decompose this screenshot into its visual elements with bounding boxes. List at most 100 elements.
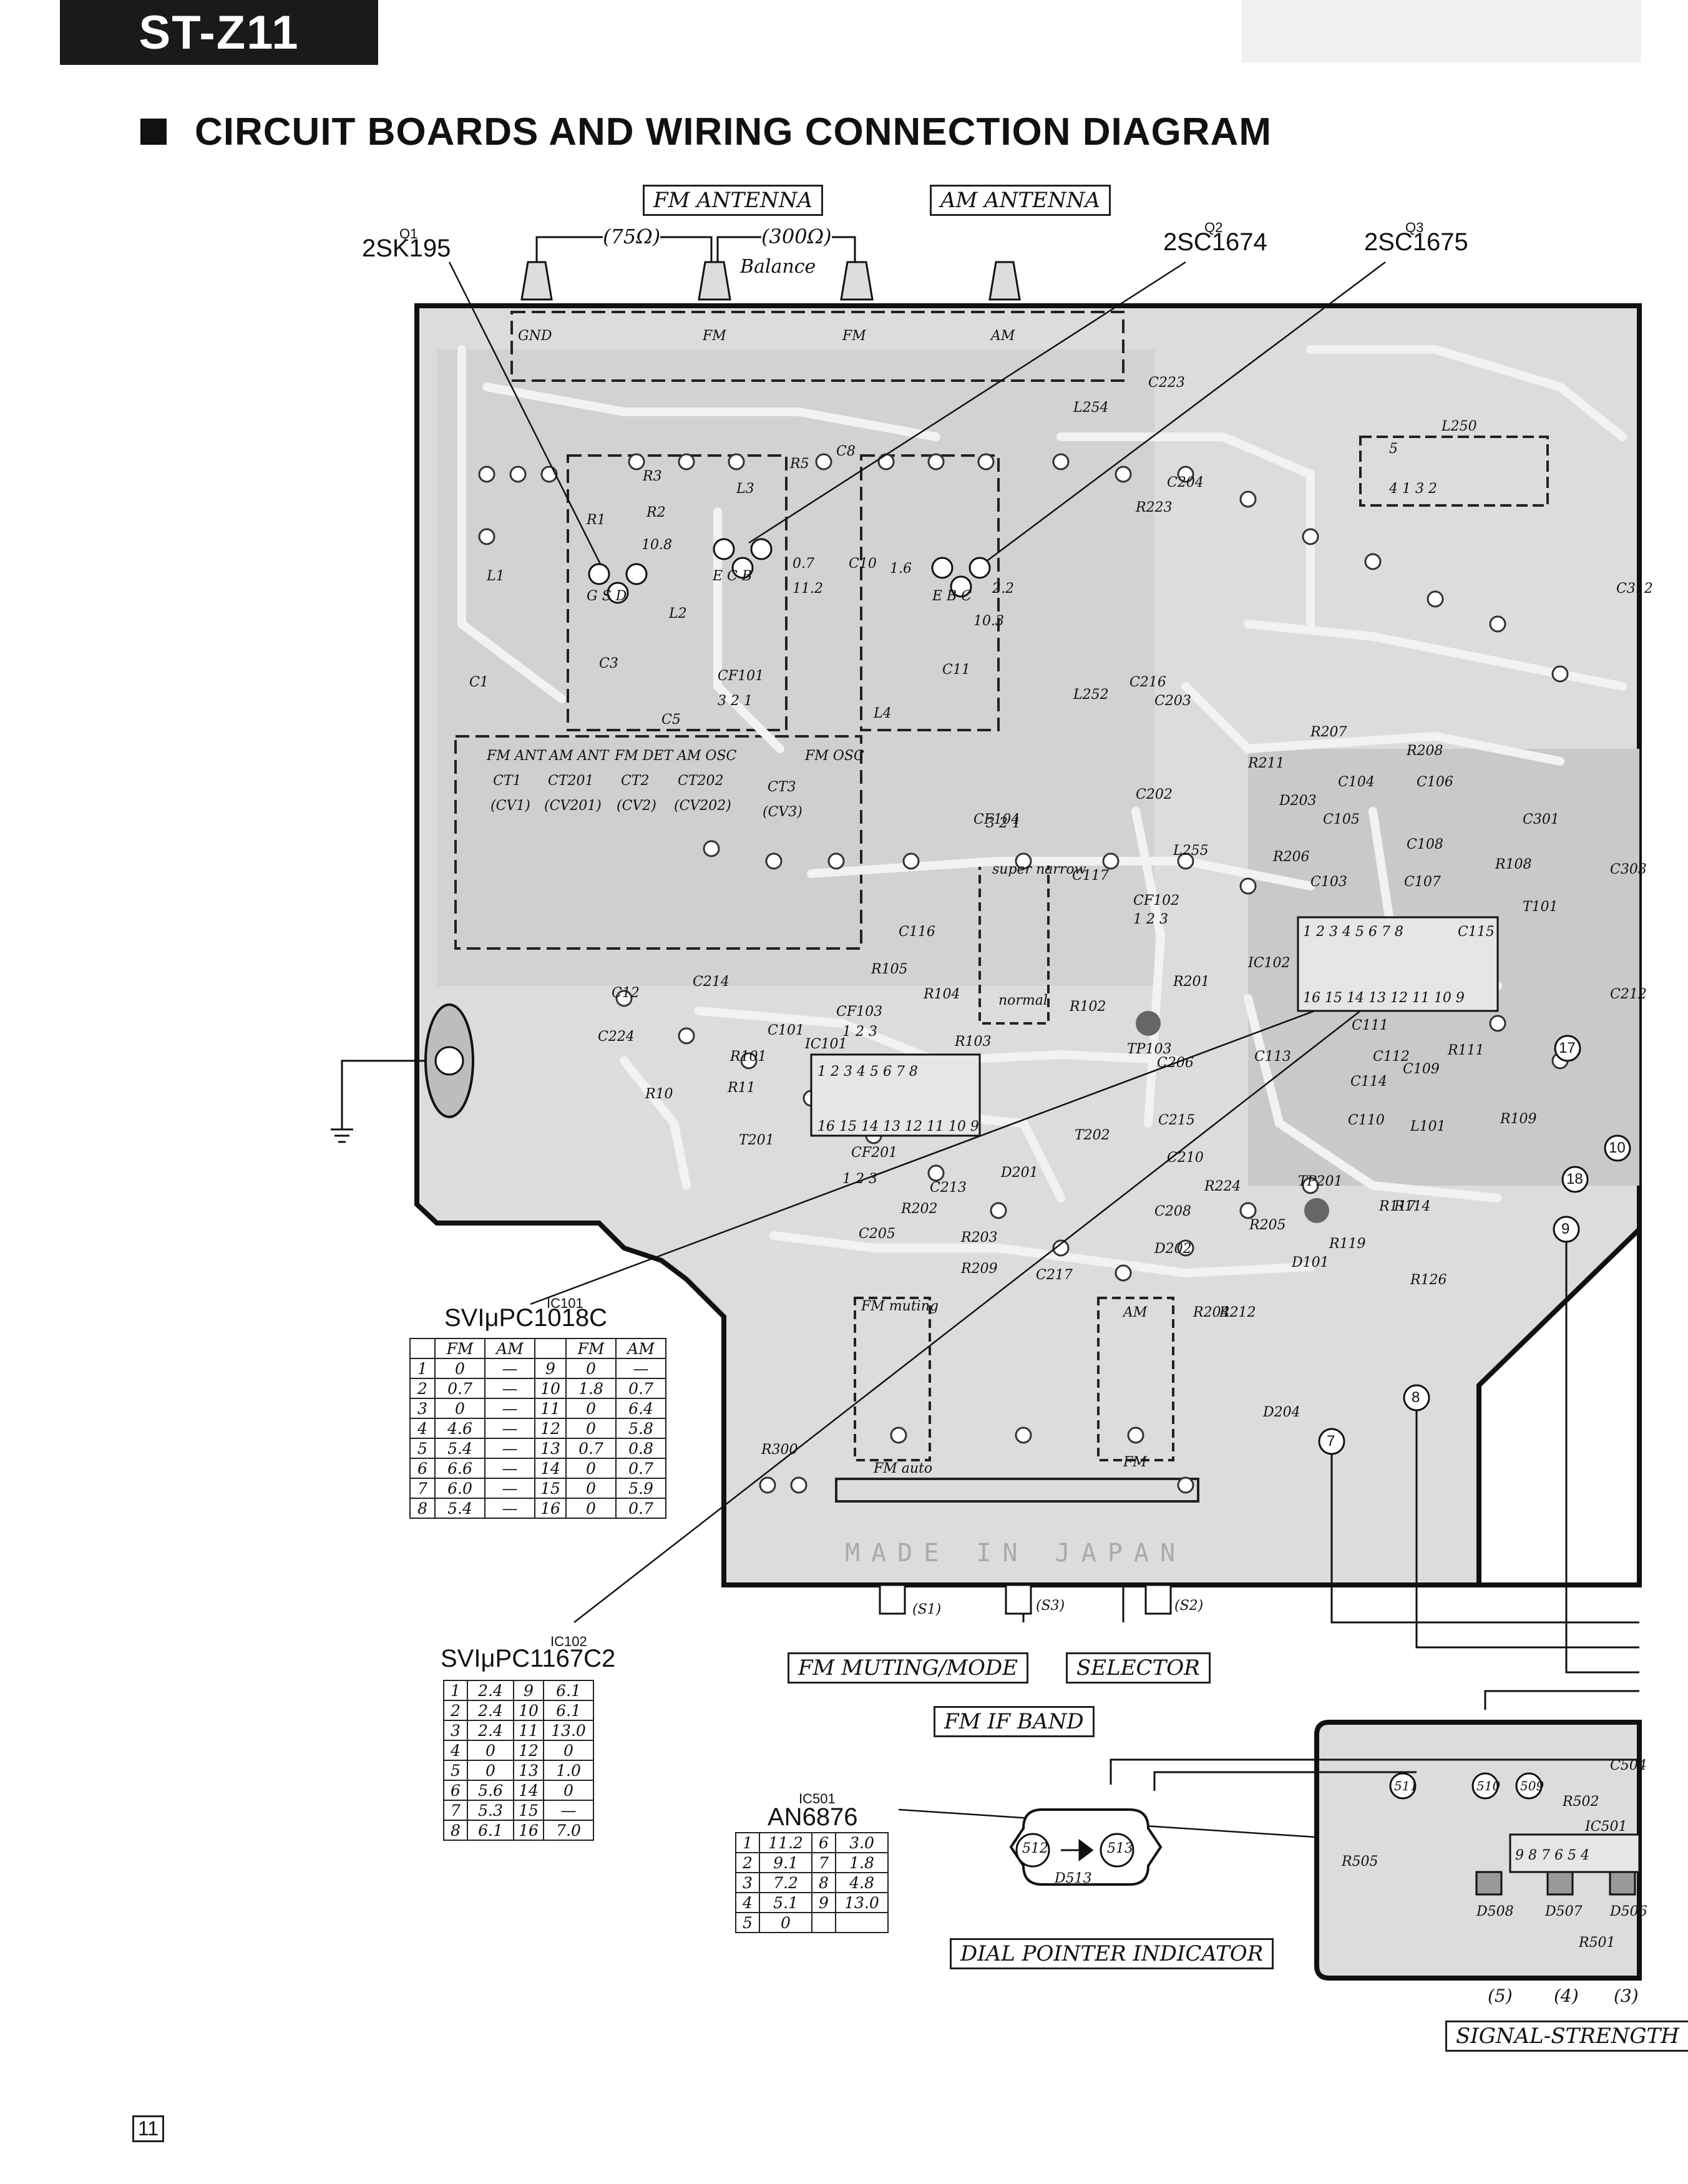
cell: 5.1: [759, 1892, 812, 1913]
cell: 0: [565, 1498, 617, 1519]
cell: —: [484, 1418, 535, 1439]
ic102-ref: IC102: [550, 1634, 587, 1649]
cell: 11: [534, 1398, 567, 1419]
cell: 1: [409, 1358, 436, 1379]
q2-pins: E C B: [712, 568, 752, 584]
ic102-bottom-pins: 16 15 14 13 12 11 10 9: [1303, 990, 1465, 1006]
comp-l252: L252: [1073, 687, 1109, 703]
cell: 8: [811, 1872, 836, 1893]
cell: 2: [735, 1852, 760, 1873]
comp-c208: C208: [1154, 1204, 1191, 1219]
cell: 2.4: [467, 1680, 514, 1701]
comp-c223: C223: [1148, 375, 1185, 391]
cell: 7: [811, 1852, 836, 1873]
comp-c210: C210: [1167, 1150, 1204, 1166]
comp-c116: C116: [899, 924, 935, 940]
l250-pin-5: 5: [1389, 441, 1398, 457]
volt-tag-1: 10.8: [642, 537, 672, 553]
fm-antenna-label: FM ANTENNA: [643, 185, 824, 216]
fm-auto-label: FM auto: [873, 1461, 932, 1476]
comp-c224: C224: [598, 1029, 635, 1045]
comp-c107: C107: [1404, 874, 1441, 890]
comp-d204: D204: [1262, 1405, 1300, 1420]
q3-pins: E B C: [932, 588, 972, 604]
fm-muting-mode-label: FM MUTING/MODE: [788, 1652, 1028, 1684]
volt-tag-3: 11.2: [793, 581, 823, 597]
cell: 8: [443, 1820, 468, 1841]
trimmer-fm-det: FM DET: [614, 748, 674, 764]
q1-part: 2SK195: [362, 235, 451, 262]
q2-part: 2SC1674: [1163, 228, 1267, 256]
trimmer-fm-osc: FM OSC: [804, 748, 864, 764]
comp-r119: R119: [1329, 1236, 1366, 1252]
cell: 7.2: [759, 1872, 812, 1893]
cell: 11.2: [759, 1832, 812, 1853]
cell: 2.4: [467, 1700, 514, 1721]
cell: 0: [467, 1760, 514, 1781]
l250-pins-bottom: 4 1 3 2: [1388, 481, 1437, 497]
comp-r300: R300: [761, 1442, 798, 1458]
fm-terminal-label-1: FM: [702, 328, 726, 344]
am-antenna-label: AM ANTENNA: [930, 185, 1111, 216]
comp-c3: C3: [599, 656, 618, 671]
front-end-block-2: [860, 454, 1000, 731]
comp-l3: L3: [736, 481, 754, 497]
comp-c101: C101: [768, 1023, 804, 1038]
ic501-ref: IC501: [799, 1791, 836, 1806]
switch-connectors: [879, 1584, 1172, 1615]
gnd-label: GND: [518, 328, 552, 344]
comp-r212: R212: [1219, 1305, 1256, 1320]
comp-c303: C303: [1610, 862, 1647, 877]
connector-7: 7: [1327, 1433, 1335, 1450]
header-cell: [534, 1338, 567, 1359]
cell: 6.1: [467, 1820, 514, 1841]
cell: 1.0: [543, 1760, 594, 1781]
cell: 6: [409, 1458, 436, 1479]
cell: 0.8: [615, 1438, 666, 1459]
comp-r104: R104: [923, 987, 960, 1002]
cell: 6.0: [434, 1478, 485, 1499]
cell: 12: [534, 1418, 567, 1439]
comp-c504: C504: [1610, 1758, 1647, 1773]
cell: 0: [543, 1780, 594, 1801]
comp-r206: R206: [1272, 849, 1310, 865]
comp-l101: L101: [1410, 1119, 1446, 1134]
cell: 9: [513, 1680, 544, 1701]
comp-d508: D508: [1476, 1904, 1514, 1919]
pcb-cut-right: [1476, 1223, 1642, 1587]
cell: 1.8: [835, 1852, 889, 1873]
trimmer-cv201: (CV201): [544, 798, 602, 814]
signal-pin-510: 510: [1476, 1778, 1501, 1793]
cell: 9: [534, 1358, 567, 1379]
comp-c11: C11: [942, 662, 970, 678]
comp-r223: R223: [1135, 500, 1173, 515]
am-terminal-label: AM: [990, 328, 1015, 344]
comp-r207: R207: [1310, 724, 1347, 740]
bottom-number-4: (4): [1554, 1986, 1579, 2006]
circuit-board-diagram: GND FM FM AM FM ANT AM ANT FM DET AM OSC…: [331, 236, 1653, 1981]
comp-c217: C217: [1036, 1267, 1073, 1283]
cell: —: [484, 1498, 535, 1519]
signal-pin-511: 511: [1394, 1778, 1418, 1793]
table-header: FM AM FM AM: [409, 1338, 666, 1359]
signal-strength-label: SIGNAL-STRENGTH: [1445, 2021, 1688, 2052]
ic101-top-pins: 1 2 3 4 5 6 7 8: [817, 1064, 918, 1080]
comp-r2: R2: [646, 505, 666, 520]
trimmer-cv3: (CV3): [763, 804, 803, 820]
comp-c114: C114: [1350, 1074, 1387, 1090]
comp-r10: R10: [645, 1086, 673, 1102]
signal-pins-circles: [1389, 1772, 1543, 1800]
comp-l2: L2: [668, 606, 687, 622]
comp-c110: C110: [1348, 1113, 1385, 1128]
am-switch-label: AM: [1122, 1305, 1148, 1320]
ohm75-label: (75Ω): [603, 225, 661, 248]
cell: 0: [565, 1358, 617, 1379]
comp-c109: C109: [1403, 1061, 1440, 1077]
cell: 3: [443, 1720, 468, 1741]
cell: 3: [409, 1398, 436, 1419]
balance-label: Balance: [740, 256, 816, 278]
comp-d507: D507: [1544, 1904, 1583, 1919]
